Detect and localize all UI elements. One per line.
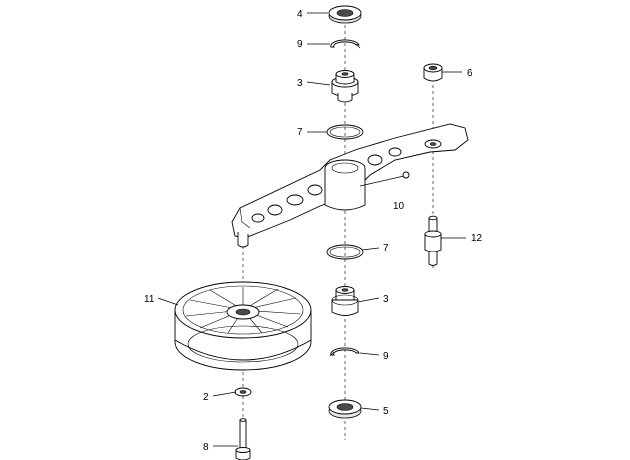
part-4-seal [328, 5, 362, 24]
part-7-oring-bottom [326, 244, 364, 260]
part-9-snap-ring-top [330, 39, 361, 49]
part-3-bearing-bottom [331, 286, 359, 316]
callout-4: 4 [297, 9, 303, 20]
callout-10: 10 [393, 201, 405, 212]
callout-5: 5 [383, 406, 389, 417]
callout-12: 12 [471, 233, 483, 244]
part-11-pulley [174, 281, 312, 371]
callout-8: 8 [203, 442, 209, 453]
callout-2: 2 [203, 392, 209, 403]
part-10-grease-fitting [359, 171, 410, 187]
callout-7-bottom: 7 [383, 243, 389, 254]
callout-9-bottom: 9 [383, 351, 389, 362]
callout-6: 6 [467, 68, 473, 79]
part-12-stud [424, 215, 442, 266]
callout-9-top: 9 [297, 39, 303, 50]
callout-11: 11 [144, 294, 155, 305]
part-9-snap-ring-bottom [329, 347, 360, 357]
part-2-washer [234, 387, 252, 397]
part-6-nut [423, 63, 443, 82]
callout-7-top: 7 [297, 127, 303, 138]
part-5-seal [328, 399, 362, 419]
idler-arm [231, 123, 469, 248]
part-8-bolt [235, 418, 251, 460]
part-7-oring-top [326, 124, 364, 140]
part-3-bearing-top [331, 70, 359, 103]
callout-3-bottom: 3 [383, 294, 389, 305]
callout-3-top: 3 [297, 78, 303, 89]
leader-lines [157, 12, 466, 447]
